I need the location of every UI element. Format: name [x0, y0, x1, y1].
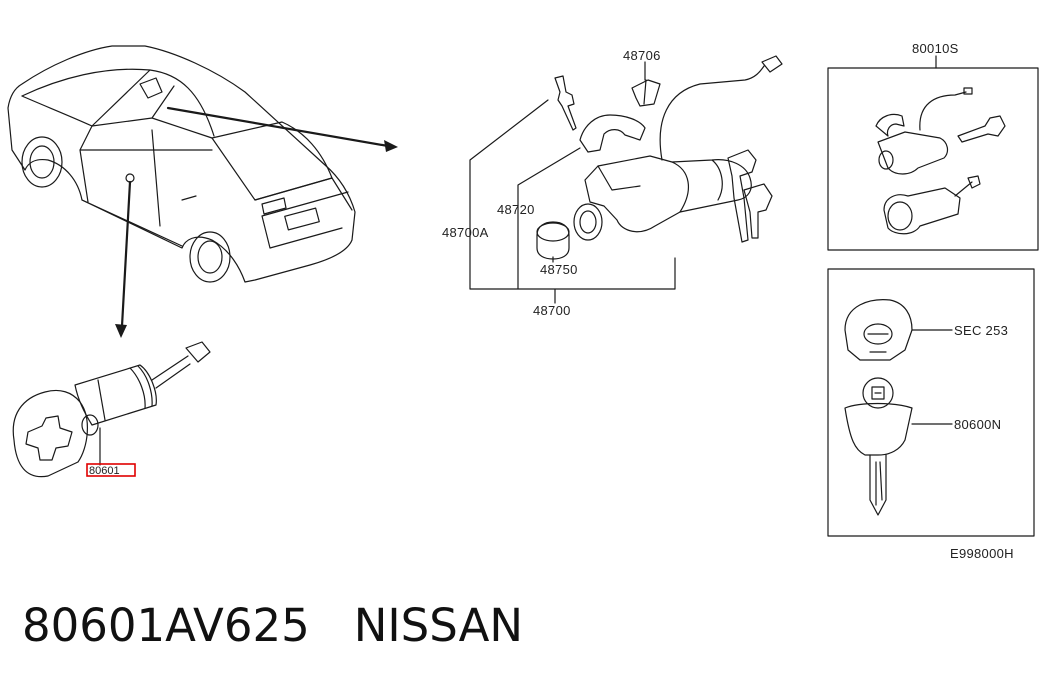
part-48706-clip	[631, 79, 661, 107]
lock-face-keyway	[863, 323, 893, 345]
ignition-key-2	[743, 183, 773, 239]
part-48750-cap	[536, 221, 570, 260]
car-license-plate	[284, 207, 320, 231]
part-number: 80601AV625	[22, 599, 310, 652]
part-48720-pin	[554, 75, 577, 131]
label-80600n: 80600N	[954, 417, 1001, 432]
kit-ignition-clamp	[875, 113, 905, 137]
lock-face-slot	[867, 333, 889, 353]
car-illustration	[7, 45, 356, 283]
car-side-window	[91, 85, 213, 139]
key-blade	[869, 454, 887, 516]
arrowhead-ignition	[384, 140, 398, 152]
label-80601[interactable]: 80601	[89, 465, 120, 477]
car-door-handle	[181, 195, 197, 201]
ignition-bracket-lines	[469, 61, 676, 304]
kit-key	[957, 115, 1006, 143]
ignition-cylinder	[597, 159, 723, 213]
highlight-box-80601[interactable]	[86, 463, 136, 477]
key-transponder-ring	[862, 377, 894, 409]
key-head	[844, 402, 913, 456]
door-lock-cylinder-body	[74, 364, 157, 426]
kit-door-lock-face	[887, 201, 913, 231]
ignition-key-1	[727, 149, 757, 243]
label-48700: 48700	[533, 303, 571, 318]
car-body-outline	[7, 45, 356, 283]
part-48750-cap-top	[536, 222, 570, 242]
arrow-to-ignition	[166, 106, 390, 148]
arrowhead-door-lock	[115, 324, 127, 338]
ignition-wire-harness	[659, 65, 765, 161]
ignition-clamp	[579, 114, 646, 153]
label-48750: 48750	[540, 262, 578, 277]
ignition-front-ring	[573, 203, 603, 241]
car-rear-wheel-hub	[197, 240, 223, 274]
car-door-lock-location-mark	[125, 173, 135, 183]
car-front-wheel-hub	[29, 145, 55, 179]
kit-wire-connector	[963, 87, 973, 95]
label-48720: 48720	[497, 202, 535, 217]
label-48700a: 48700A	[442, 225, 489, 240]
door-lock-knob-face	[25, 415, 73, 461]
diagram-reference-code: E998000H	[950, 546, 1014, 561]
kit-box-80010s	[827, 67, 1039, 251]
door-lock-cylinder-seal	[81, 414, 99, 436]
arrow-to-door-lock	[120, 180, 132, 328]
label-48706: 48706	[623, 48, 661, 63]
car-rear-panel	[254, 177, 353, 249]
door-lock-cylinder-rings	[97, 365, 153, 421]
door-lock-knob	[12, 389, 88, 478]
door-lock-rod	[151, 355, 191, 389]
label-sec253: SEC 253	[954, 323, 1008, 338]
car-windshield	[21, 69, 151, 127]
brand-name: NISSAN	[353, 599, 524, 652]
key-box	[827, 268, 1035, 537]
part-caption: 80601AV625 NISSAN	[22, 598, 523, 658]
car-ignition-location-mark	[139, 77, 163, 99]
door-lock-cylinder-assembly	[12, 341, 211, 478]
kit-door-lock-cylinder	[883, 187, 961, 235]
kit-ignition-housing	[877, 131, 949, 175]
kit-door-lock-rod	[954, 175, 981, 197]
car-front-wheel	[21, 136, 63, 188]
label-80010s: 80010S	[912, 41, 959, 56]
key-transponder-chip	[871, 386, 885, 400]
door-lock-rod-connector	[185, 341, 211, 363]
kit-ignition-ring	[878, 150, 894, 170]
ignition-housing	[584, 155, 752, 233]
car-rear-wheel	[189, 231, 231, 283]
car-tail-light	[261, 197, 287, 215]
ignition-wire-connector	[761, 55, 783, 73]
car-roof-line	[21, 68, 215, 137]
lock-face	[844, 299, 913, 361]
kit-wire	[919, 91, 967, 131]
ignition-front-ring-inner	[579, 210, 597, 234]
car-door-lines	[79, 125, 213, 247]
